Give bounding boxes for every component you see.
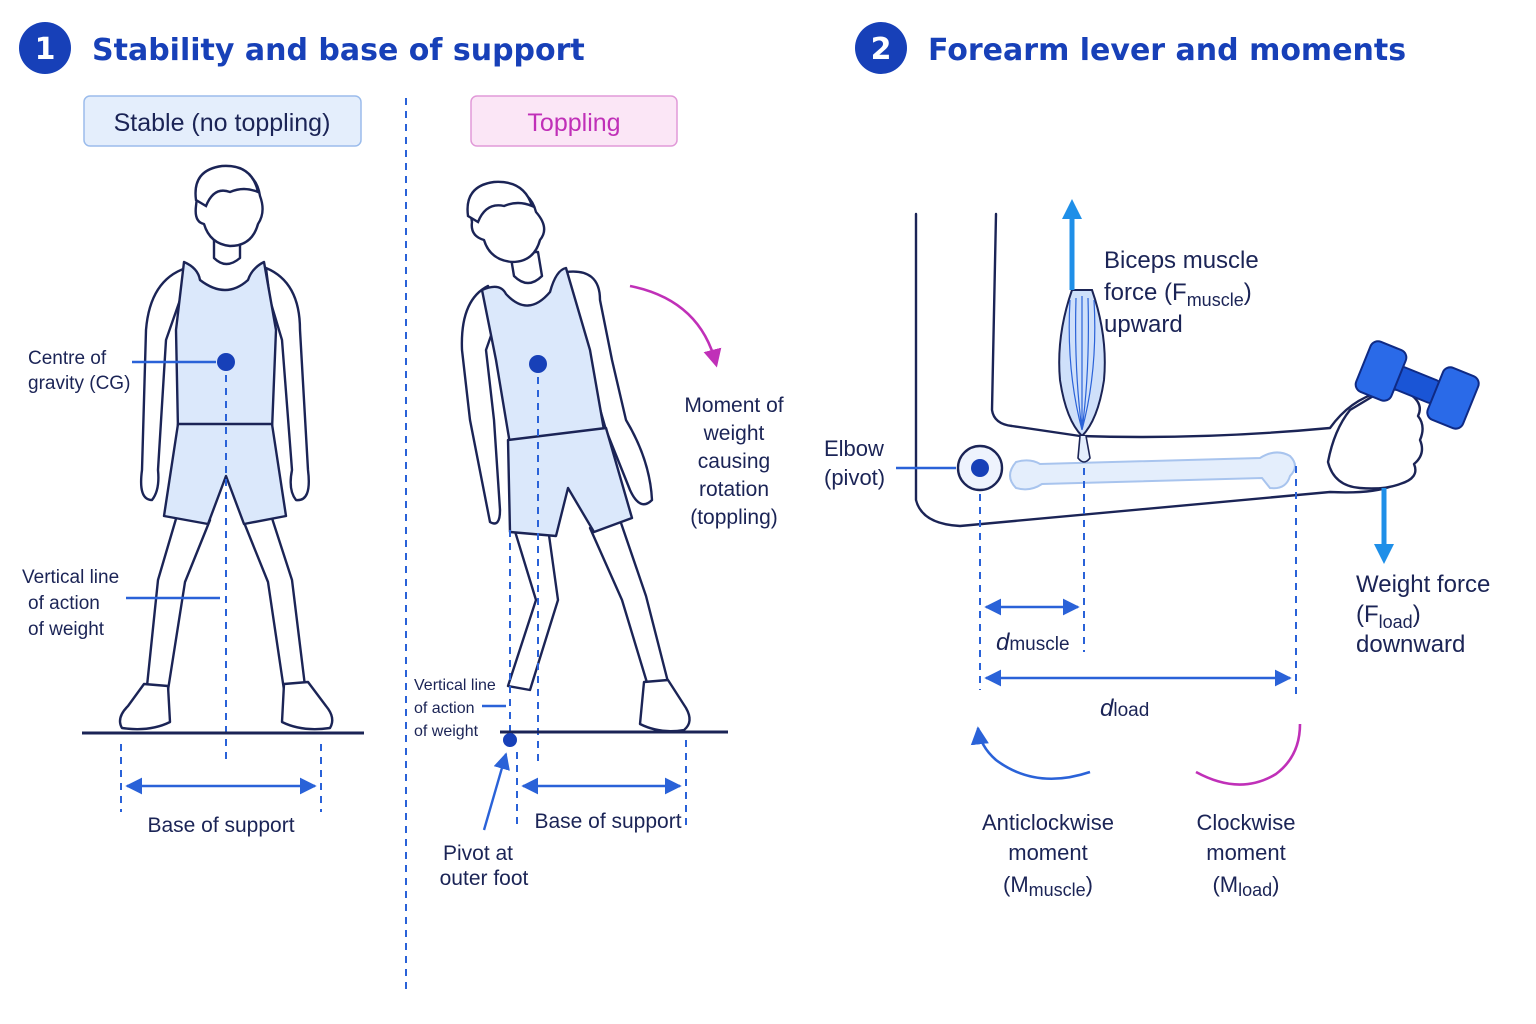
biceps-tendon [1077, 435, 1091, 463]
toppling-base-label: Base of support [534, 810, 681, 833]
biceps-label-1: Biceps muscle [1104, 247, 1259, 274]
toppling-moment-label-2: weight [703, 422, 765, 445]
stable-left-arm [139, 266, 188, 502]
stable-right-leg [241, 510, 307, 692]
forearm-illustration [914, 212, 1480, 528]
toppling-left-arm [460, 284, 502, 525]
toppling-shirt [480, 266, 606, 446]
panel1-title: Stability and base of support [92, 33, 585, 68]
d-load-label: dload [1100, 695, 1149, 722]
toppling-hair [466, 180, 534, 224]
d-muscle-label: dmuscle [996, 629, 1070, 656]
toppling-line-label-3: of weight [414, 723, 479, 740]
toppling-tag: Toppling [470, 95, 678, 147]
toppling-pivot-dot [503, 733, 517, 747]
stable-shorts [162, 422, 288, 526]
stable-line-label-1: Vertical line [22, 567, 119, 588]
toppling-pivot-arrow [482, 752, 510, 831]
panel2-labels: Biceps muscle force (Fmuscle) upward Elb… [824, 247, 1490, 658]
toppling-cg-dot [529, 355, 547, 373]
forces [1062, 199, 1394, 564]
dumbbell [1354, 340, 1480, 430]
panel2-number: 2 [871, 32, 892, 67]
clockwise-label-2: moment [1206, 840, 1285, 865]
stable-cg-label-1: Centre of [28, 348, 107, 369]
toppling-right-leg [588, 518, 670, 688]
toppling-right-shoe [638, 678, 691, 733]
stable-cg-dot [217, 353, 235, 371]
toppling-pivot-label-1: Pivot at [443, 842, 513, 865]
weight-label-3: downward [1356, 631, 1465, 658]
panel1-number-badge [19, 22, 71, 74]
forearm-bone [1009, 451, 1296, 491]
biceps-fibres [1068, 296, 1096, 431]
clockwise-moment-arc [1195, 723, 1302, 786]
toppling-moment-label-4: rotation [699, 478, 769, 501]
hand [1326, 388, 1424, 490]
arm-inner-outline [990, 212, 1382, 439]
stable-tag-label: Stable (no toppling) [114, 109, 331, 137]
stable-right-shoe [280, 680, 334, 731]
stable-line-label-2: of action [28, 593, 100, 614]
anticlockwise-label-3: (Mmuscle) [1003, 872, 1093, 900]
toppling-moment-label-3: causing [698, 450, 770, 473]
stable-base-label: Base of support [147, 814, 294, 837]
toppling-moment-label-5: (toppling) [690, 506, 778, 529]
stable-left-leg [145, 510, 212, 692]
toppling-right-arm [564, 270, 654, 506]
clockwise-label-1: Clockwise [1196, 810, 1295, 835]
toppling-moment-arrow [629, 284, 722, 368]
toppling-line-label-2: of action [414, 700, 474, 717]
stable-hair [194, 164, 260, 208]
moments: Anticlockwise moment (Mmuscle) Clockwise… [970, 723, 1302, 900]
panel2-header: 2 Forearm lever and moments [855, 22, 1406, 74]
weight-label-2: (Fload) [1356, 601, 1421, 632]
elbow-label-2: (pivot) [824, 465, 885, 490]
toppling-line-label-1: Vertical line [414, 677, 496, 694]
stable-right-arm [264, 266, 310, 502]
toppling-figure [460, 180, 691, 733]
biceps-label-3: upward [1104, 311, 1183, 338]
toppling-left-leg [506, 526, 560, 692]
panel2-title: Forearm lever and moments [928, 33, 1406, 68]
elbow-label-1: Elbow [824, 436, 884, 461]
elbow-pivot-dot [971, 459, 989, 477]
anticlockwise-label-2: moment [1008, 840, 1087, 865]
weight-label-1: Weight force [1356, 571, 1490, 598]
clockwise-label-3: (Mload) [1212, 872, 1279, 900]
stable-left-shoe [118, 682, 172, 731]
panel2-number-badge [855, 22, 907, 74]
anticlockwise-moment-arc [970, 726, 1091, 781]
stable-figure [118, 164, 334, 731]
anticlockwise-label-1: Anticlockwise [982, 810, 1114, 835]
toppling-moment-label-1: Moment of [684, 394, 783, 417]
toppling-annotations: Moment of weight causing rotation (toppl… [414, 284, 784, 890]
stable-cg-label-2: gravity (CG) [28, 373, 130, 394]
biceps-label-2: force (Fmuscle) [1104, 279, 1252, 310]
lever-distances: dmuscle dload [979, 466, 1297, 722]
toppling-tag-label: Toppling [527, 109, 620, 137]
stable-tag: Stable (no toppling) [83, 95, 362, 147]
stable-shirt [174, 260, 278, 432]
panel1-number: 1 [35, 32, 56, 67]
panel1-header: 1 Stability and base of support [19, 22, 585, 74]
toppling-pivot-label-2: outer foot [440, 867, 529, 890]
stable-line-label-3: of weight [28, 619, 105, 640]
stable-annotations: Centre of gravity (CG) Vertical line of … [22, 348, 364, 837]
arm-outer-outline [914, 212, 1394, 528]
